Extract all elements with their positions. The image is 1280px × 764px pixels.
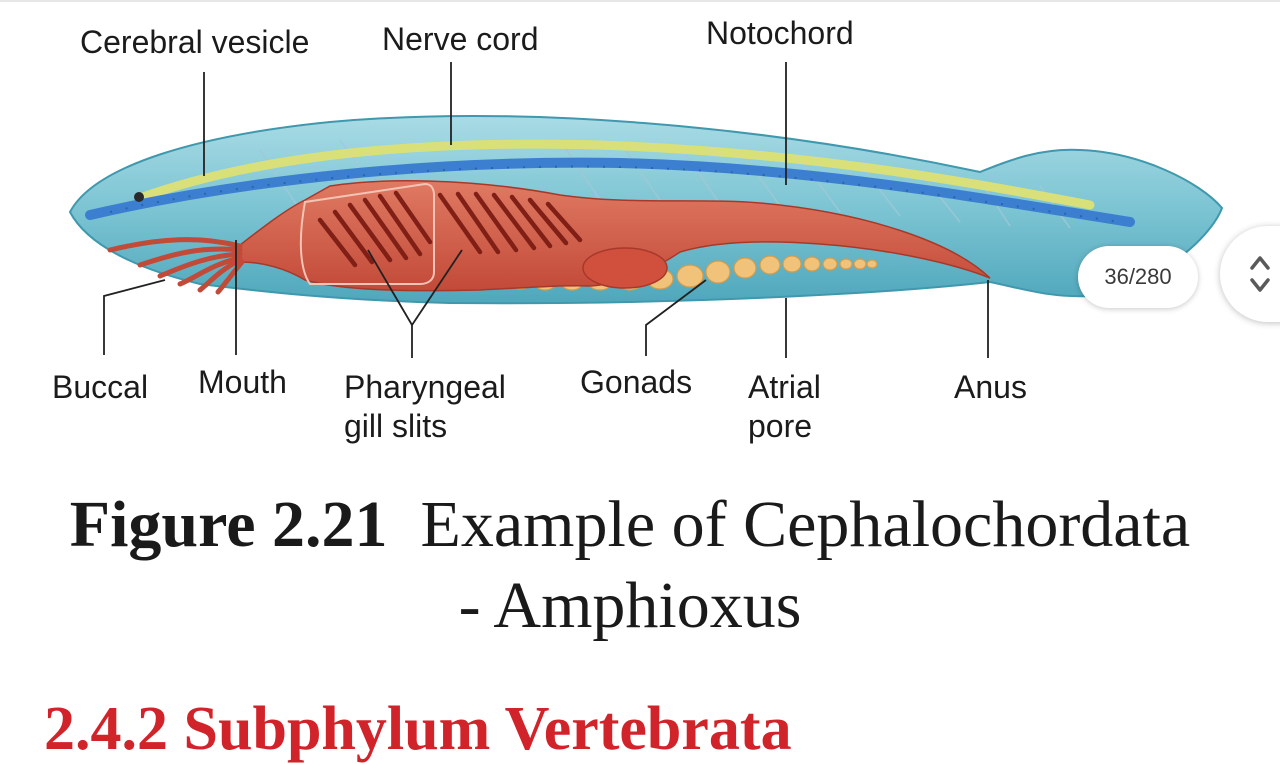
label-pharyngeal-line1: Pharyngeal (344, 369, 506, 405)
scroll-arrows-icon (1250, 256, 1270, 292)
gut-pharynx (239, 180, 991, 292)
figure-number: Figure 2.21 (69, 488, 388, 561)
label-cerebral-vesicle: Cerebral vesicle (80, 24, 310, 60)
gill-slits (317, 190, 583, 268)
page-indicator: 36/280 (1078, 246, 1198, 308)
figure-title: Example of Cephalochordata (420, 488, 1191, 561)
notochord (85, 157, 1135, 227)
label-anus: Anus (954, 369, 1027, 405)
amphioxus-diagram (68, 62, 1224, 358)
label-atrial-line1: Atrial (748, 369, 821, 405)
leader-lines (103, 62, 989, 358)
cerebral-vesicle-dot (134, 192, 144, 202)
label-gonads: Gonads (580, 364, 693, 400)
nerve-cord (135, 139, 1095, 210)
label-nerve-cord: Nerve cord (382, 21, 539, 57)
figure-caption-line2: - Amphioxus (458, 569, 802, 642)
buccal-cirri (107, 237, 245, 295)
next-section-heading: 2.4.2 Subphylum Vertebrata (44, 695, 792, 763)
stomach (582, 247, 668, 289)
label-atrial-line2: pore (748, 408, 813, 444)
label-notochord: Notochord (706, 15, 854, 51)
top-divider (0, 0, 1280, 2)
figure-caption-line1: Figure 2.21 Example of Cephalochordata (0, 487, 1260, 563)
label-pharyngeal-line2: gill slits (344, 408, 448, 444)
label-mouth: Mouth (198, 364, 287, 400)
label-buccal: Buccal (52, 369, 149, 405)
